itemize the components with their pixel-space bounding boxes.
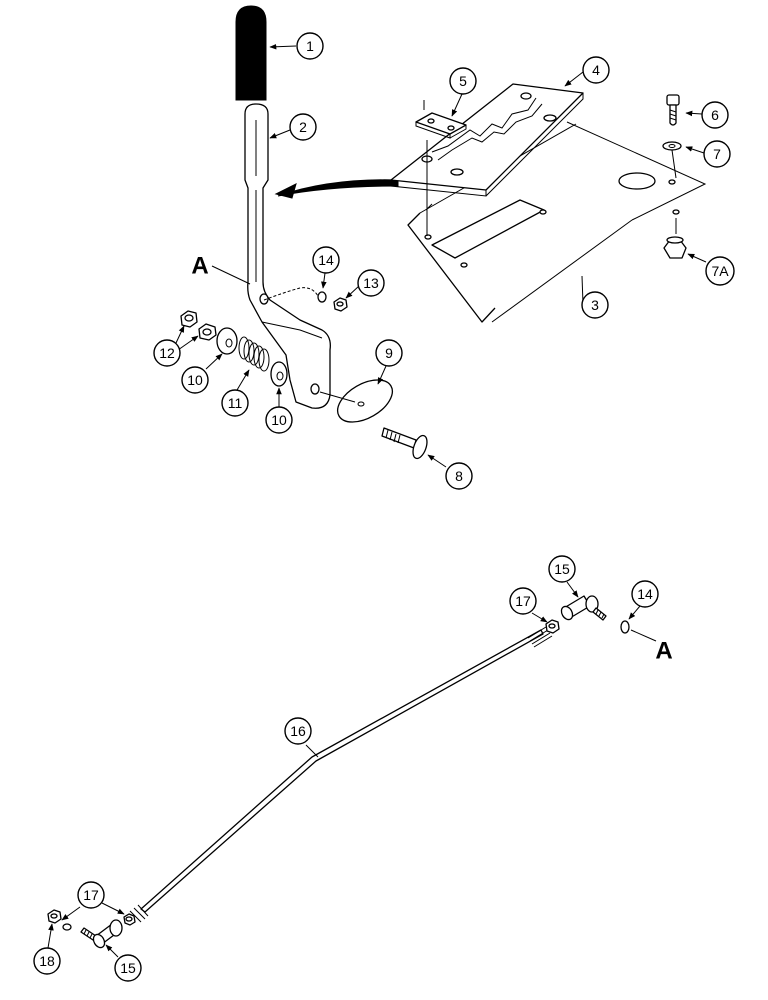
svg-text:9: 9 (385, 345, 393, 361)
callout-11: 11 (221, 369, 250, 417)
svg-text:8: 8 (455, 468, 463, 484)
svg-text:18: 18 (39, 953, 55, 969)
callout-13: 13 (345, 269, 385, 299)
svg-text:17: 17 (83, 887, 99, 903)
callout-10-right: 10 (265, 387, 293, 434)
callout-3: 3 (581, 275, 609, 319)
svg-text:13: 13 (363, 275, 379, 291)
flange-nut-7a (663, 218, 687, 259)
svg-text:16: 16 (290, 723, 306, 739)
washer-7 (662, 141, 682, 151)
svg-text:12: 12 (159, 345, 175, 361)
svg-text:11: 11 (228, 395, 243, 411)
callout-12: 12 (153, 325, 199, 367)
callout-18: 18 (33, 923, 61, 975)
nut-17-lower-small (62, 923, 72, 931)
bolt-6 (666, 94, 680, 126)
svg-text:14: 14 (637, 586, 653, 602)
callout-16: 16 (284, 717, 319, 758)
svg-text:A: A (191, 253, 208, 280)
ball-joint-15-lower (80, 919, 123, 949)
callout-6: 6 (685, 101, 729, 129)
nut-13 (333, 297, 348, 312)
callout-14-lower: 14 (628, 580, 659, 620)
callout-10-left: 10 (181, 353, 223, 394)
svg-text:10: 10 (271, 412, 287, 428)
nut-17-lower (123, 913, 136, 926)
callout-9: 9 (375, 339, 403, 385)
svg-text:5: 5 (459, 73, 467, 89)
washer-14-upper (317, 291, 327, 303)
callout-1: 1 (269, 32, 324, 60)
control-rod-16 (129, 626, 553, 923)
callout-4: 4 (564, 56, 610, 87)
reference-mark-a-lower: A (630, 629, 673, 665)
callout-7a: 7A (687, 253, 735, 286)
callout-17-lower: 17 (61, 881, 125, 921)
svg-text:15: 15 (120, 960, 136, 976)
washer-10-b (270, 361, 288, 387)
svg-text:2: 2 (299, 119, 307, 135)
callout-8: 8 (427, 454, 473, 490)
nuts-12 (180, 310, 217, 341)
svg-text:15: 15 (554, 561, 570, 577)
svg-text:7: 7 (713, 146, 721, 162)
callout-15-lower: 15 (105, 944, 142, 982)
carriage-bolt-8 (381, 427, 428, 460)
callout-2: 2 (269, 113, 317, 141)
svg-text:1: 1 (306, 38, 314, 54)
washer-10-a (216, 327, 238, 355)
nut-18 (47, 909, 62, 924)
callout-15-upper: 15 (548, 555, 579, 598)
svg-text:3: 3 (591, 297, 599, 313)
spring-11 (238, 336, 270, 372)
svg-text:6: 6 (711, 107, 719, 123)
callout-5: 5 (449, 67, 477, 117)
nut-17-upper (545, 619, 560, 634)
disc-9 (319, 379, 393, 423)
svg-text:A: A (655, 638, 672, 665)
ball-joint-15-upper (560, 595, 607, 621)
lock-plate (415, 100, 467, 236)
svg-text:14: 14 (318, 252, 334, 268)
washer-14-lower (620, 620, 630, 634)
svg-text:17: 17 (515, 593, 531, 609)
svg-text:10: 10 (187, 372, 203, 388)
reference-mark-a-upper: A (191, 253, 251, 285)
assembly-arrow (277, 179, 399, 197)
svg-text:4: 4 (592, 62, 600, 78)
shift-gate (390, 83, 584, 197)
lever-grip (235, 5, 267, 101)
callout-17-upper: 17 (509, 587, 548, 623)
callout-7: 7 (685, 140, 731, 168)
callout-14-upper: 14 (312, 246, 340, 289)
svg-text:7A: 7A (711, 263, 729, 279)
